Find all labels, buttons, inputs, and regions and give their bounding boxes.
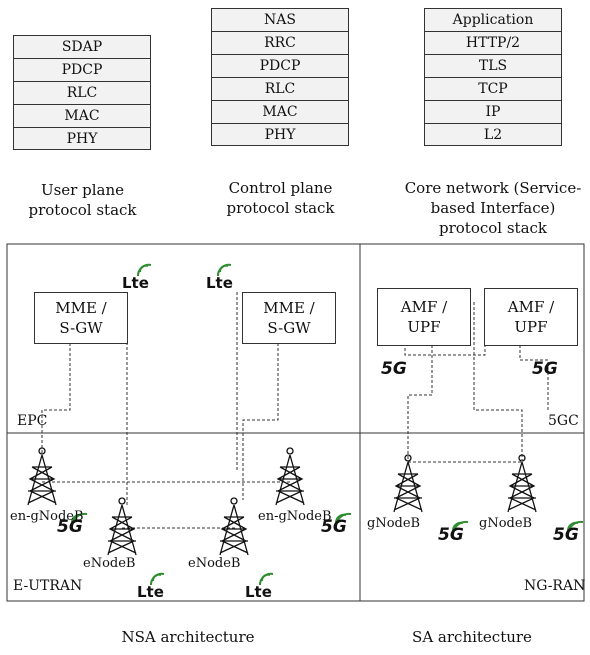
mme-sgw-right-label: MME / S-GW [263, 299, 315, 337]
5g-logo-icon: 5G [381, 359, 407, 379]
5g-logo-icon: 5G [553, 525, 579, 545]
epc-label: EPC [17, 413, 48, 429]
enodeb-left-label: eNodeB [83, 556, 136, 571]
lte-logo-icon: Lte [122, 274, 149, 292]
gnodeb-right-label: gNodeB [479, 516, 533, 531]
5g-logo-icon: 5G [321, 517, 347, 537]
enodeb-right-label: eNodeB [188, 556, 241, 571]
nsa-caption: NSA architecture [121, 628, 255, 646]
protocol-layer: MAC [13, 104, 151, 127]
protocol-layer: TLS [424, 54, 562, 77]
tower-icon [27, 447, 537, 556]
protocol-layer: SDAP [13, 35, 151, 58]
5gc-label: 5GC [548, 413, 579, 429]
lte-logo-icon: Lte [245, 583, 272, 601]
protocol-layer: PDCP [211, 54, 349, 77]
en-gnodeb-right-label: en-gNodeB [258, 509, 332, 524]
lte-logo-icon: Lte [137, 583, 164, 601]
eutran-label: E-UTRAN [13, 578, 83, 594]
amf-upf-left-label: AMF / UPF [400, 298, 448, 336]
sa-caption: SA architecture [412, 628, 532, 646]
protocol-layer: L2 [424, 123, 562, 146]
protocol-layer: RLC [13, 81, 151, 104]
protocol-layer: RLC [211, 77, 349, 100]
en-gnodeb-left-label: en-gNodeB [10, 509, 84, 524]
amf-upf-left-box: AMF / UPF [377, 288, 471, 346]
core-caption: Core network (Service- based Interface) … [404, 179, 582, 237]
5g-logo-icon: 5G [57, 517, 83, 537]
control-plane-caption: Control plane protocol stack [226, 179, 335, 217]
protocol-layer: PHY [13, 127, 151, 150]
mme-sgw-right-box: MME / S-GW [242, 292, 336, 344]
amf-upf-right-box: AMF / UPF [484, 288, 578, 346]
protocol-layer: TCP [424, 77, 562, 100]
5g-logo-icon: 5G [532, 359, 558, 379]
protocol-layer: PHY [211, 123, 349, 146]
mme-sgw-left-label: MME / S-GW [55, 299, 107, 337]
user-plane-caption: User plane protocol stack [28, 181, 137, 219]
protocol-layer: IP [424, 100, 562, 123]
protocol-layer: HTTP/2 [424, 31, 562, 54]
protocol-layer: RRC [211, 31, 349, 54]
gnodeb-left-label: gNodeB [367, 516, 421, 531]
mme-sgw-left-box: MME / S-GW [34, 292, 128, 344]
lte-logo-icon: Lte [206, 274, 233, 292]
protocol-layer: MAC [211, 100, 349, 123]
5g-logo-icon: 5G [438, 525, 464, 545]
protocol-layer: Application [424, 8, 562, 31]
amf-upf-right-label: AMF / UPF [507, 298, 555, 336]
protocol-layer: NAS [211, 8, 349, 31]
ng-ran-label: NG-RAN [524, 578, 586, 594]
protocol-layer: PDCP [13, 58, 151, 81]
